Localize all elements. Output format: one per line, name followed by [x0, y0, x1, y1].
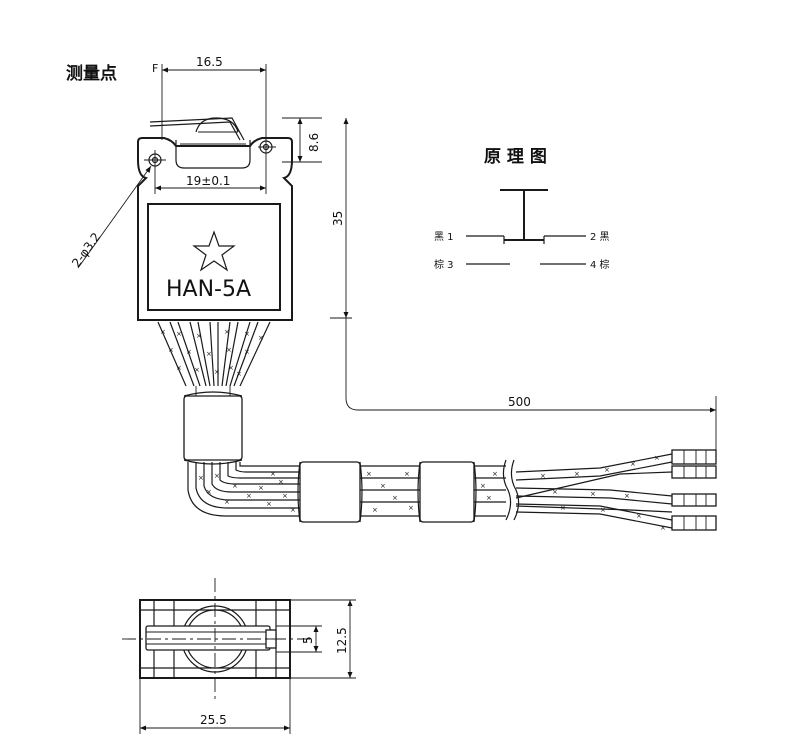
terminal-connectors [671, 449, 717, 531]
svg-text:×: × [266, 500, 272, 508]
svg-text:×: × [244, 348, 250, 356]
svg-text:×: × [660, 524, 666, 532]
svg-text:×: × [574, 470, 580, 478]
svg-text:×: × [226, 346, 232, 354]
svg-text:×: × [404, 470, 410, 478]
svg-text:×: × [366, 470, 372, 478]
dimension-actuator-height: 8.6 [282, 117, 322, 163]
dimension-side-width: 25.5 [139, 678, 291, 734]
dimension-side-inner: 5 [276, 625, 322, 653]
svg-text:×: × [244, 330, 250, 338]
bent-cable: ××× ××× ××× ××× [187, 462, 300, 517]
svg-text:×: × [186, 348, 192, 356]
svg-text:×: × [636, 512, 642, 520]
svg-text:×: × [590, 490, 596, 498]
force-point-label: F [152, 62, 158, 75]
dimension-hole-diameter-value: 2-φ3.2 [69, 230, 103, 270]
dimension-hole-pitch-value: 19±0.1 [186, 174, 230, 188]
svg-text:×: × [258, 484, 264, 492]
dimension-side-height-value: 12.5 [335, 627, 349, 654]
svg-text:×: × [408, 504, 414, 512]
svg-text:×: × [206, 350, 212, 358]
dimension-actuator-height-value: 8.6 [307, 133, 321, 152]
wire-fan: ××× ××× ××× ×× ××× ×× [157, 321, 271, 387]
svg-text:×: × [206, 488, 212, 496]
svg-text:×: × [560, 504, 566, 512]
dimension-width-top-value: 16.5 [196, 55, 223, 69]
measure-point-label: 测量点 [66, 63, 117, 84]
svg-text:×: × [380, 482, 386, 490]
svg-text:×: × [480, 482, 486, 490]
break-mark [502, 459, 520, 521]
dimension-width-top: 16.5 F [152, 55, 267, 140]
terminal-2-label: 2 黑 [590, 231, 610, 243]
dimension-lead-length-value: 500 [508, 395, 531, 409]
svg-text:×: × [160, 328, 166, 336]
svg-text:×: × [214, 472, 220, 480]
dimension-side-inner-value: 5 [301, 636, 315, 644]
switch-body: 19±0.1 HAN-5A [137, 117, 293, 321]
dimension-side-width-value: 25.5 [200, 713, 227, 727]
svg-text:×: × [278, 478, 284, 486]
svg-text:×: × [232, 482, 238, 490]
svg-text:×: × [392, 494, 398, 502]
vertical-sleeve [183, 386, 243, 465]
svg-text:×: × [624, 492, 630, 500]
svg-text:×: × [224, 328, 230, 336]
svg-text:×: × [604, 466, 610, 474]
terminal-4-label: 4 棕 [590, 258, 610, 271]
terminal-1-label: 黑 1 [434, 231, 454, 243]
svg-text:×: × [486, 494, 492, 502]
dimension-side-height: 12.5 [290, 599, 356, 679]
dimension-total-height: 35 [330, 118, 352, 319]
schematic: 原 理 图 黑 1 2 黑 棕 3 4 棕 [434, 147, 610, 271]
svg-text:×: × [492, 470, 498, 478]
schematic-title: 原 理 图 [484, 147, 547, 167]
svg-text:×: × [600, 506, 606, 514]
svg-text:×: × [270, 470, 276, 478]
svg-text:×: × [246, 492, 252, 500]
terminal-3-label: 棕 3 [434, 258, 454, 271]
svg-text:×: × [194, 366, 200, 374]
svg-text:×: × [258, 334, 264, 342]
side-view [122, 578, 310, 700]
svg-text:×: × [540, 472, 546, 480]
svg-text:×: × [630, 460, 636, 468]
svg-text:×: × [224, 498, 230, 506]
svg-text:×: × [654, 454, 660, 462]
sleeve-2 [417, 461, 477, 523]
svg-text:×: × [372, 506, 378, 514]
svg-text:×: × [196, 332, 202, 340]
horizontal-cable: ××× ××× ××× [360, 465, 506, 517]
svg-text:×: × [168, 346, 174, 354]
svg-text:×: × [290, 506, 296, 514]
svg-text:×: × [214, 368, 220, 376]
model-label: HAN-5A [166, 277, 251, 302]
star-logo-icon [192, 230, 236, 272]
svg-text:×: × [176, 364, 182, 372]
dimension-lead-length: 500 [345, 318, 717, 460]
svg-text:×: × [198, 474, 204, 482]
svg-text:×: × [236, 370, 242, 378]
svg-text:×: × [176, 330, 182, 338]
dimension-total-height-value: 35 [331, 211, 345, 226]
sleeve-1 [297, 461, 363, 523]
svg-text:×: × [552, 488, 558, 496]
svg-text:×: × [282, 492, 288, 500]
svg-text:×: × [228, 364, 234, 372]
wire-fanout: ××× ×× ××× ××× × [515, 453, 673, 532]
